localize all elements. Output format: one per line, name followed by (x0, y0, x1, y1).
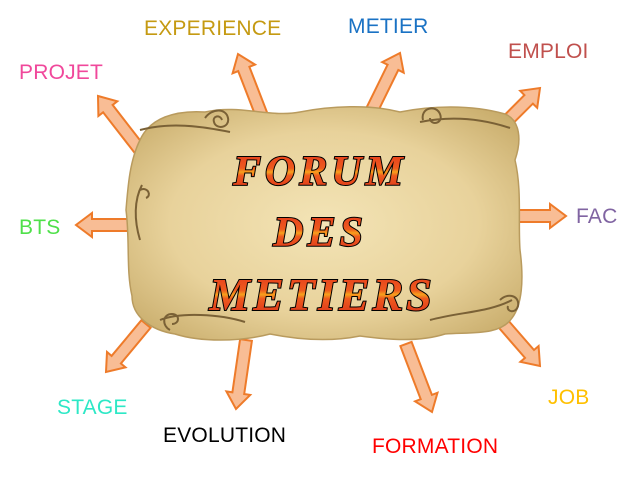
scroll-curl-left (134, 184, 150, 241)
arrow-projet-icon (96, 94, 147, 156)
label-metier: METIER (348, 15, 429, 38)
parchment-scroll (125, 105, 523, 341)
scroll-curl-bottom-left (159, 312, 246, 331)
label-projet: PROJET (19, 61, 104, 84)
arrow-bts-icon (74, 211, 131, 239)
label-emploi: EMPLOI (508, 40, 589, 63)
label-bts: BTS (19, 216, 61, 239)
scroll-curl-top-left (139, 109, 231, 133)
title-line-des: DES (272, 210, 367, 256)
scroll-curl-top-right (419, 107, 511, 129)
label-formation: FORMATION (372, 435, 499, 458)
scroll-curl-bottom-right (429, 294, 520, 321)
title-line-metiers: METIERS (208, 269, 435, 320)
arrow-metier-icon (365, 51, 406, 114)
label-stage: STAGE (57, 396, 128, 419)
arrow-fac-icon (515, 202, 568, 230)
forum-title: FORUM DES METIERS (207, 148, 435, 321)
arrow-experience-icon (231, 52, 269, 120)
label-fac: FAC (576, 205, 618, 228)
label-evolution: EVOLUTION (163, 424, 287, 447)
parchment-body (125, 105, 523, 341)
arrow-stage-icon (104, 318, 153, 374)
arrow-evolution-icon (224, 337, 254, 411)
arrows-group (74, 51, 568, 414)
title-line-forum: FORUM (232, 149, 407, 195)
label-experience: EXPERIENCE (144, 17, 282, 40)
arrow-formation-icon (399, 340, 440, 414)
label-job: JOB (548, 386, 590, 409)
